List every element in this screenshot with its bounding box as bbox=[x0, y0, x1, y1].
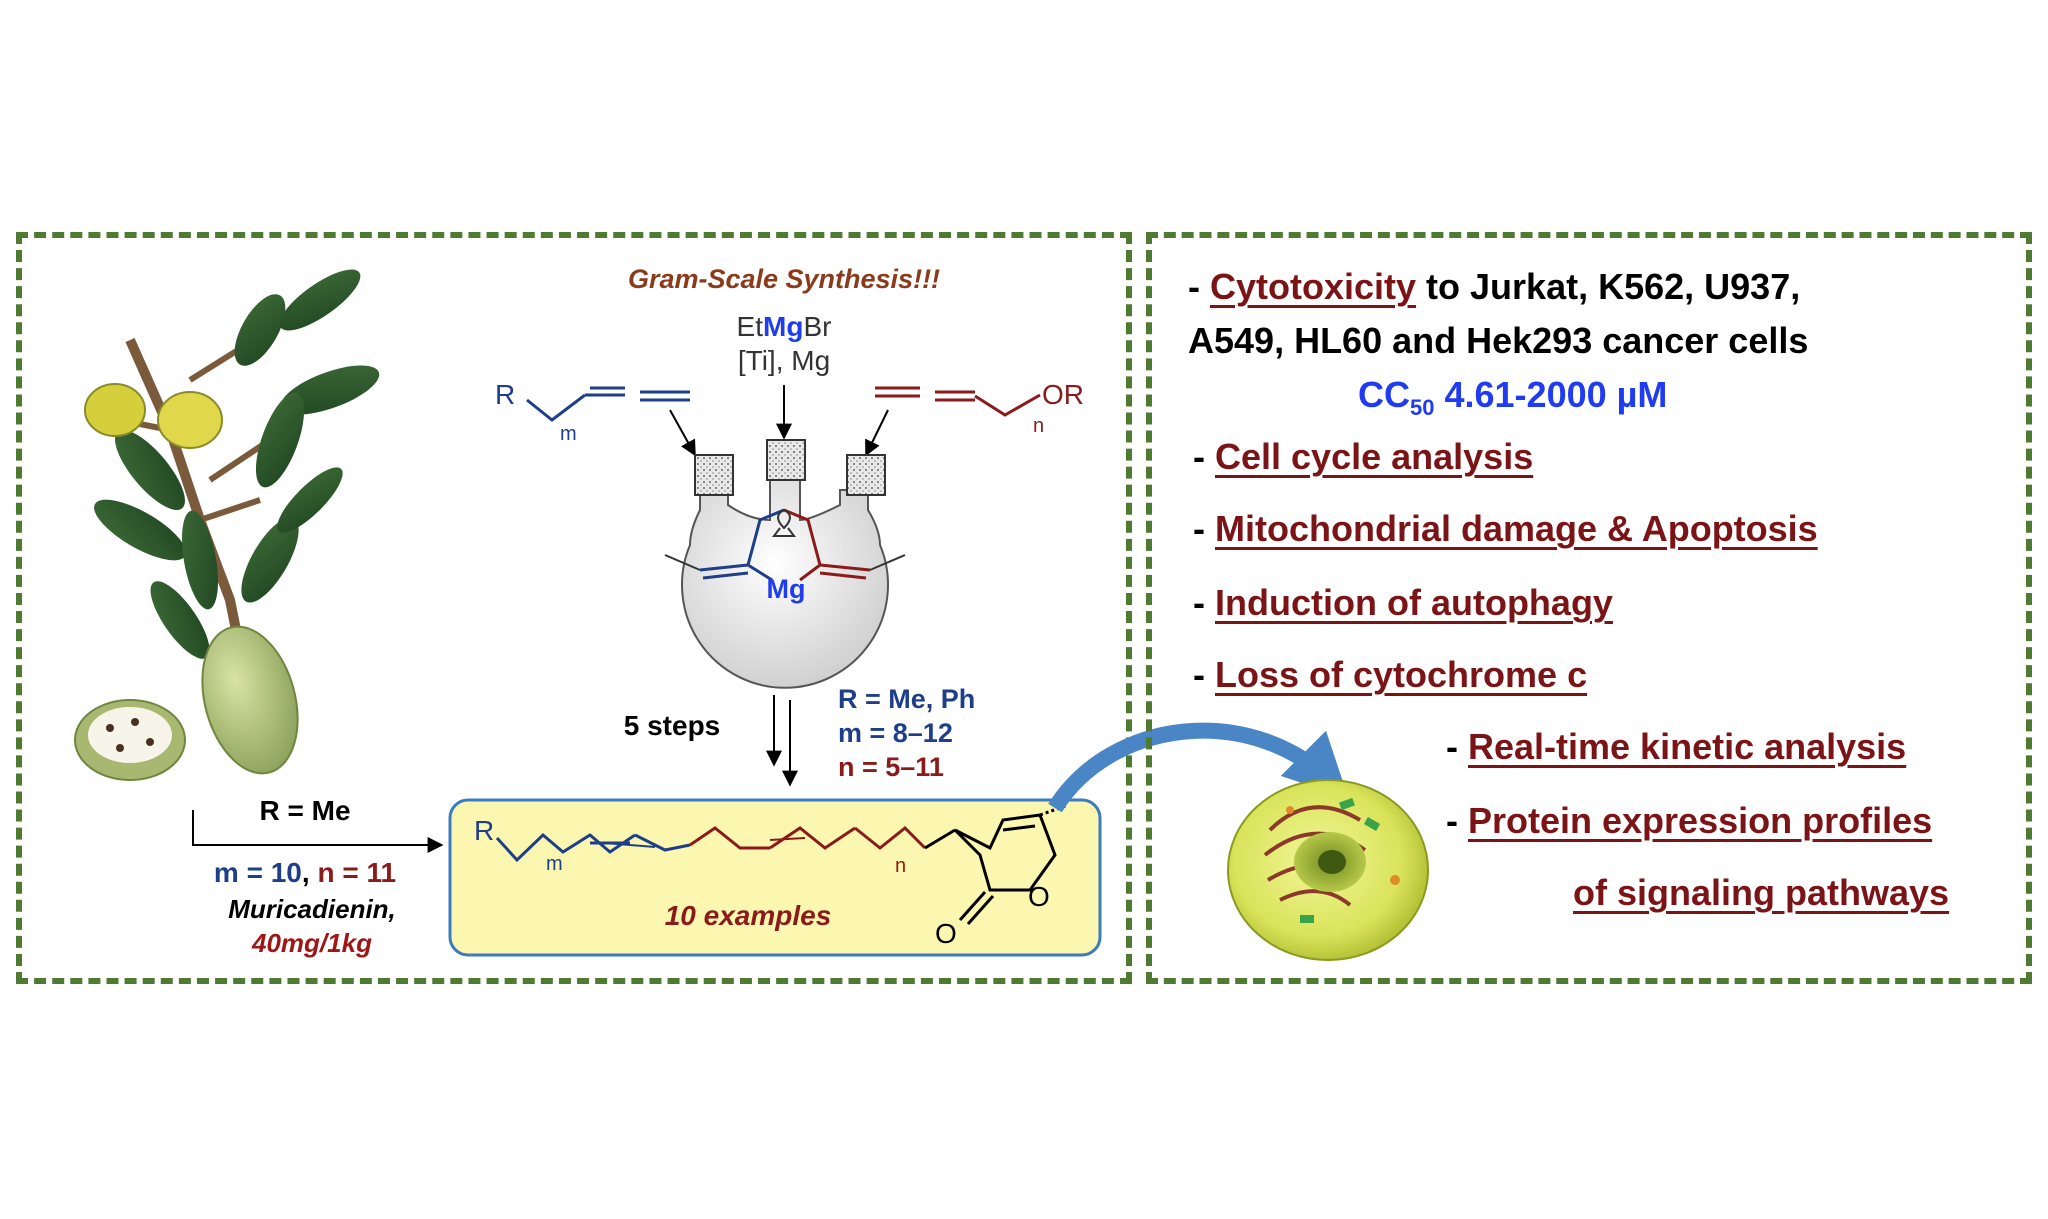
soursop-plant-illustration bbox=[74, 269, 380, 781]
left-allene-structure bbox=[526, 386, 690, 422]
product-m: m bbox=[546, 853, 563, 875]
product-R: R bbox=[474, 815, 494, 846]
item-mitochondrial: - Mitochondrial damage & Apoptosis bbox=[1193, 508, 1818, 549]
route-R: R = Me bbox=[259, 795, 350, 826]
condition-m: m = 8–12 bbox=[838, 718, 953, 748]
item-cytochrome: - Loss of cytochrome c bbox=[1193, 654, 1588, 695]
synthesis-panel bbox=[16, 232, 1132, 984]
right-allene-n: n bbox=[1033, 415, 1044, 437]
cytotoxicity-link: Cytotoxicity bbox=[1210, 266, 1417, 307]
right-allene-OR: OR bbox=[1042, 379, 1084, 410]
item-cell-cycle: - Cell cycle analysis bbox=[1193, 436, 1534, 477]
item-kinetic: - Real-time kinetic analysis bbox=[1446, 726, 1907, 767]
curved-arrow bbox=[1048, 722, 1349, 813]
examples-label: 10 examples bbox=[665, 900, 832, 931]
reaction-flask bbox=[664, 439, 906, 689]
product-structure bbox=[495, 803, 1069, 925]
condition-R: R = Me, Ph bbox=[838, 684, 975, 714]
bioactivity-text: - Cytotoxicity to Jurkat, K562, U937, A5… bbox=[1188, 258, 2028, 958]
product-n: n bbox=[895, 855, 906, 877]
cc50-line: CC50 4.61-2000 µM bbox=[1358, 374, 1668, 421]
left-allene-R: R bbox=[495, 379, 515, 410]
product-ring-O: O bbox=[1028, 881, 1050, 912]
bioactivity-panel bbox=[1146, 232, 2032, 984]
natural-product-yield: 40mg/1kg bbox=[251, 928, 372, 958]
reagent-line2: [Ti], Mg bbox=[738, 345, 830, 376]
item-signaling: of signaling pathways bbox=[1573, 872, 1950, 913]
reagent-label: EtMgBr bbox=[737, 311, 832, 342]
product-box bbox=[448, 798, 1102, 957]
natural-product-name: Muricadienin, bbox=[228, 894, 396, 924]
right-allene-structure bbox=[875, 386, 1041, 417]
headline: Gram-Scale Synthesis!!! bbox=[628, 264, 940, 294]
steps-label: 5 steps bbox=[624, 710, 721, 741]
flask-mg-label: Mg bbox=[767, 574, 806, 604]
product-carbonyl-O: O bbox=[935, 918, 957, 949]
left-allene-m: m bbox=[560, 423, 577, 445]
cell-illustration bbox=[1227, 779, 1429, 961]
cytotoxicity-line: - Cytotoxicity to Jurkat, K562, U937, bbox=[1188, 266, 1801, 307]
item-autophagy: - Induction of autophagy bbox=[1193, 582, 1613, 623]
route-mn: m = 10, n = 11 bbox=[214, 857, 396, 888]
item-protein-expression: - Protein expression profiles bbox=[1446, 800, 1933, 841]
cell-lines-line: A549, HL60 and Hek293 cancer cells bbox=[1188, 320, 1809, 361]
condition-n: n = 5–11 bbox=[838, 752, 944, 782]
